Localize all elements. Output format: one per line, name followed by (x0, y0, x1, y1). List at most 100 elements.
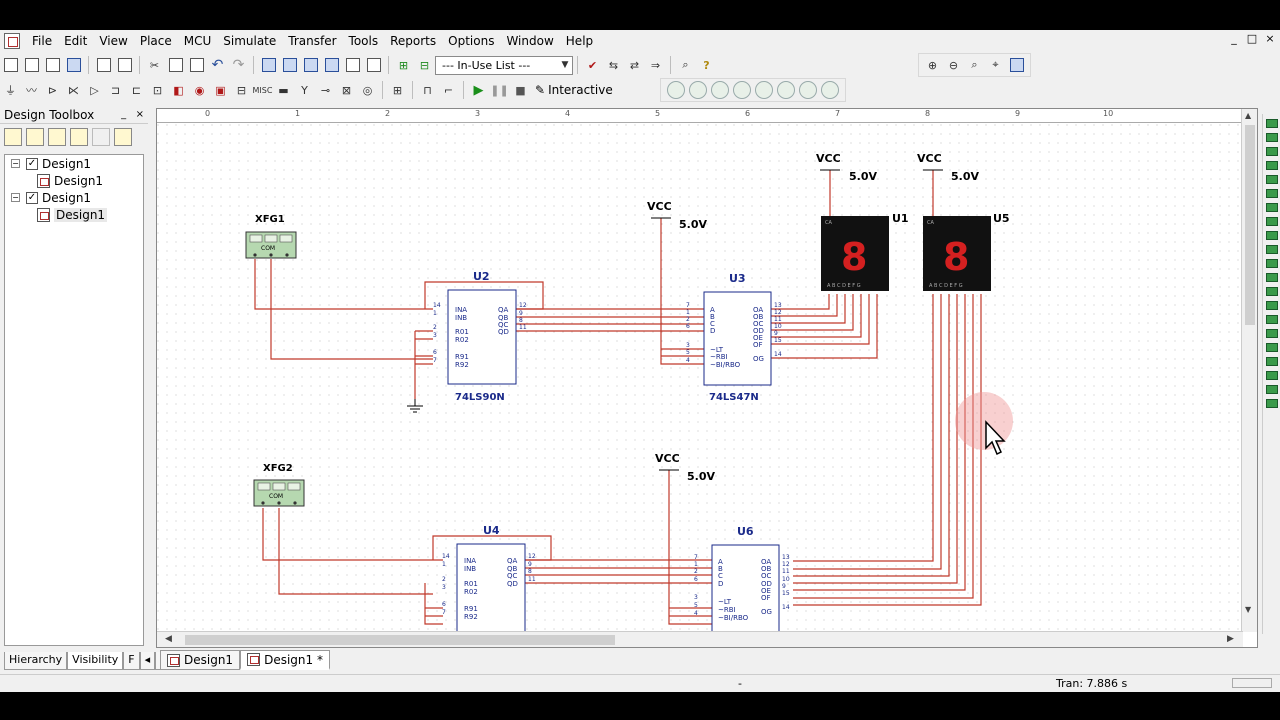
forward-annotate-icon[interactable]: ⇄ (629, 58, 640, 72)
diode-icon[interactable]: ⊳ (47, 83, 58, 97)
help-icon[interactable]: ? (703, 58, 710, 72)
probe-digital-icon[interactable] (799, 81, 817, 99)
misc-digital-icon[interactable]: ⊡ (152, 83, 163, 97)
tab-hierarchy[interactable]: Hierarchy (4, 652, 68, 670)
open-folder-icon[interactable] (22, 56, 41, 75)
connector-icon[interactable]: ◎ (362, 83, 373, 97)
probe-settings-icon[interactable] (821, 81, 839, 99)
agilent-multimeter-icon[interactable] (1266, 329, 1278, 338)
advanced-peripherals-icon[interactable]: MISC (252, 85, 273, 95)
tree-item-design[interactable]: − ✓ Design1 (5, 155, 143, 172)
scroll-up-icon[interactable]: ▲ (1245, 111, 1252, 120)
seven-segment-u1[interactable]: U1 CA 8 A B C D E F G (821, 212, 909, 291)
menu-help[interactable]: Help (565, 34, 594, 48)
zoom-fit-icon[interactable]: ⌖ (992, 58, 999, 71)
resistor-icon[interactable]: 〰 (26, 84, 37, 97)
ni-elvis-icon[interactable] (1266, 385, 1278, 394)
menu-mcu[interactable]: MCU (183, 34, 212, 48)
zoom-full-icon[interactable] (1007, 56, 1026, 75)
erc-icon[interactable]: ✔ (587, 58, 598, 72)
vcc-u3[interactable]: VCC 5.0V (647, 200, 707, 231)
save-design-icon[interactable] (48, 128, 66, 146)
menu-place[interactable]: Place (139, 34, 172, 48)
decoder-u3[interactable]: U3 A B C D ~LT ~RBI ~BI/RBO OA OB OC OD (686, 272, 782, 403)
toolbox-close-button[interactable]: × (135, 109, 144, 120)
vertical-scrollbar[interactable]: ▲ ▼ (1241, 109, 1257, 632)
source-icon[interactable]: ⏚ (5, 84, 16, 97)
hierarchical-block-icon[interactable]: ⊞ (392, 83, 403, 97)
menu-transfer[interactable]: Transfer (288, 34, 337, 48)
wattmeter-icon[interactable] (1266, 147, 1278, 156)
wire-icon[interactable]: ⌐ (443, 83, 454, 97)
delete-icon[interactable] (92, 128, 110, 146)
find-component-icon[interactable]: ⌕ (682, 58, 689, 71)
vcc-u5[interactable]: VCC 5.0V (917, 152, 979, 183)
iv-analyzer-icon[interactable] (1266, 259, 1278, 268)
probe-voltage-icon[interactable] (667, 81, 685, 99)
simulation-mode-button[interactable]: ✎ Interactive (535, 83, 613, 97)
close-design-icon[interactable] (70, 128, 88, 146)
redo-icon[interactable]: ↷ (232, 57, 245, 73)
spreadsheet-icon[interactable] (280, 56, 299, 75)
zoom-in-icon[interactable]: ⊕ (927, 58, 938, 72)
collapse-icon[interactable]: − (11, 193, 20, 202)
frequency-counter-icon[interactable] (1266, 203, 1278, 212)
cut-icon[interactable]: ✂ (149, 58, 160, 72)
probe-differential-icon[interactable] (733, 81, 751, 99)
new-file-icon[interactable] (1, 56, 20, 75)
vcc-u1[interactable]: VCC 5.0V (816, 152, 877, 183)
minimize-button[interactable]: _ (1231, 32, 1237, 45)
probe-voltage-current-icon[interactable] (755, 81, 773, 99)
export-icon[interactable]: ⇒ (650, 58, 661, 72)
logic-analyzer-icon[interactable] (1266, 245, 1278, 254)
horizontal-scrollbar[interactable]: ◀ ▶ (157, 631, 1243, 647)
probe-current-icon[interactable] (689, 81, 707, 99)
mcu-icon[interactable]: ⊠ (341, 83, 352, 97)
scroll-thumb[interactable] (185, 635, 615, 645)
paste-icon[interactable] (187, 56, 206, 75)
tree-item-sheet[interactable]: Design1 (5, 206, 143, 223)
scroll-down-icon[interactable]: ▼ (1245, 605, 1252, 614)
network-analyzer-icon[interactable] (1266, 301, 1278, 310)
word-generator-icon[interactable] (1266, 217, 1278, 226)
tab-design1-modified[interactable]: Design1 * (240, 650, 330, 670)
tektronix-oscilloscope-icon[interactable] (1266, 357, 1278, 366)
function-generator-xfg1[interactable]: XFG1 COM (245, 214, 297, 259)
menu-edit[interactable]: Edit (64, 34, 88, 48)
database-icon[interactable] (343, 56, 362, 75)
menu-view[interactable]: View (99, 34, 128, 48)
stop-icon[interactable]: ■ (515, 83, 526, 97)
checkbox-icon[interactable]: ✓ (26, 191, 38, 204)
restore-button[interactable]: □ (1246, 32, 1258, 45)
menu-file[interactable]: File (32, 34, 53, 48)
hierarchy-icon[interactable]: ⊞ (398, 58, 409, 72)
postprocessor-icon[interactable] (322, 56, 341, 75)
back-annotate-icon[interactable]: ⇆ (608, 58, 619, 72)
misc-component-icon[interactable]: ⊟ (236, 83, 247, 97)
rf-icon[interactable]: ▬ (278, 83, 289, 97)
ttl-icon[interactable]: ⊐ (110, 83, 121, 97)
multimeter-icon[interactable] (1266, 119, 1278, 128)
vcc-u6[interactable]: VCC 5.0V (655, 452, 715, 483)
undo-icon[interactable]: ↶ (211, 57, 224, 73)
logic-converter-icon[interactable] (1266, 231, 1278, 240)
schematic-canvas[interactable]: VCC 5.0V VCC 5.0V VCC 5.0V (157, 124, 1243, 632)
menu-reports[interactable]: Reports (390, 34, 437, 48)
component-wizard-icon[interactable] (364, 56, 383, 75)
tree-item-design[interactable]: − ✓ Design1 (5, 189, 143, 206)
probe-reference-icon[interactable] (777, 81, 795, 99)
menu-options[interactable]: Options (448, 34, 495, 48)
pause-icon[interactable]: ❚❚ (490, 83, 509, 97)
electromechanical-icon[interactable]: ⊸ (320, 83, 331, 97)
scroll-thumb[interactable] (1245, 125, 1255, 325)
four-channel-oscilloscope-icon[interactable] (1266, 175, 1278, 184)
spectrum-analyzer-icon[interactable] (1266, 287, 1278, 296)
bode-plotter-icon[interactable] (1266, 189, 1278, 198)
fullscreen-icon[interactable] (259, 56, 278, 75)
tab-design1[interactable]: Design1 (160, 650, 241, 670)
oscilloscope-icon[interactable] (1266, 161, 1278, 170)
close-button[interactable]: × (1265, 32, 1275, 45)
bus-icon[interactable]: ⊓ (423, 83, 432, 97)
labview-instrument-icon[interactable] (1266, 371, 1278, 380)
tab-scroll-left[interactable]: ◂ (139, 652, 156, 670)
